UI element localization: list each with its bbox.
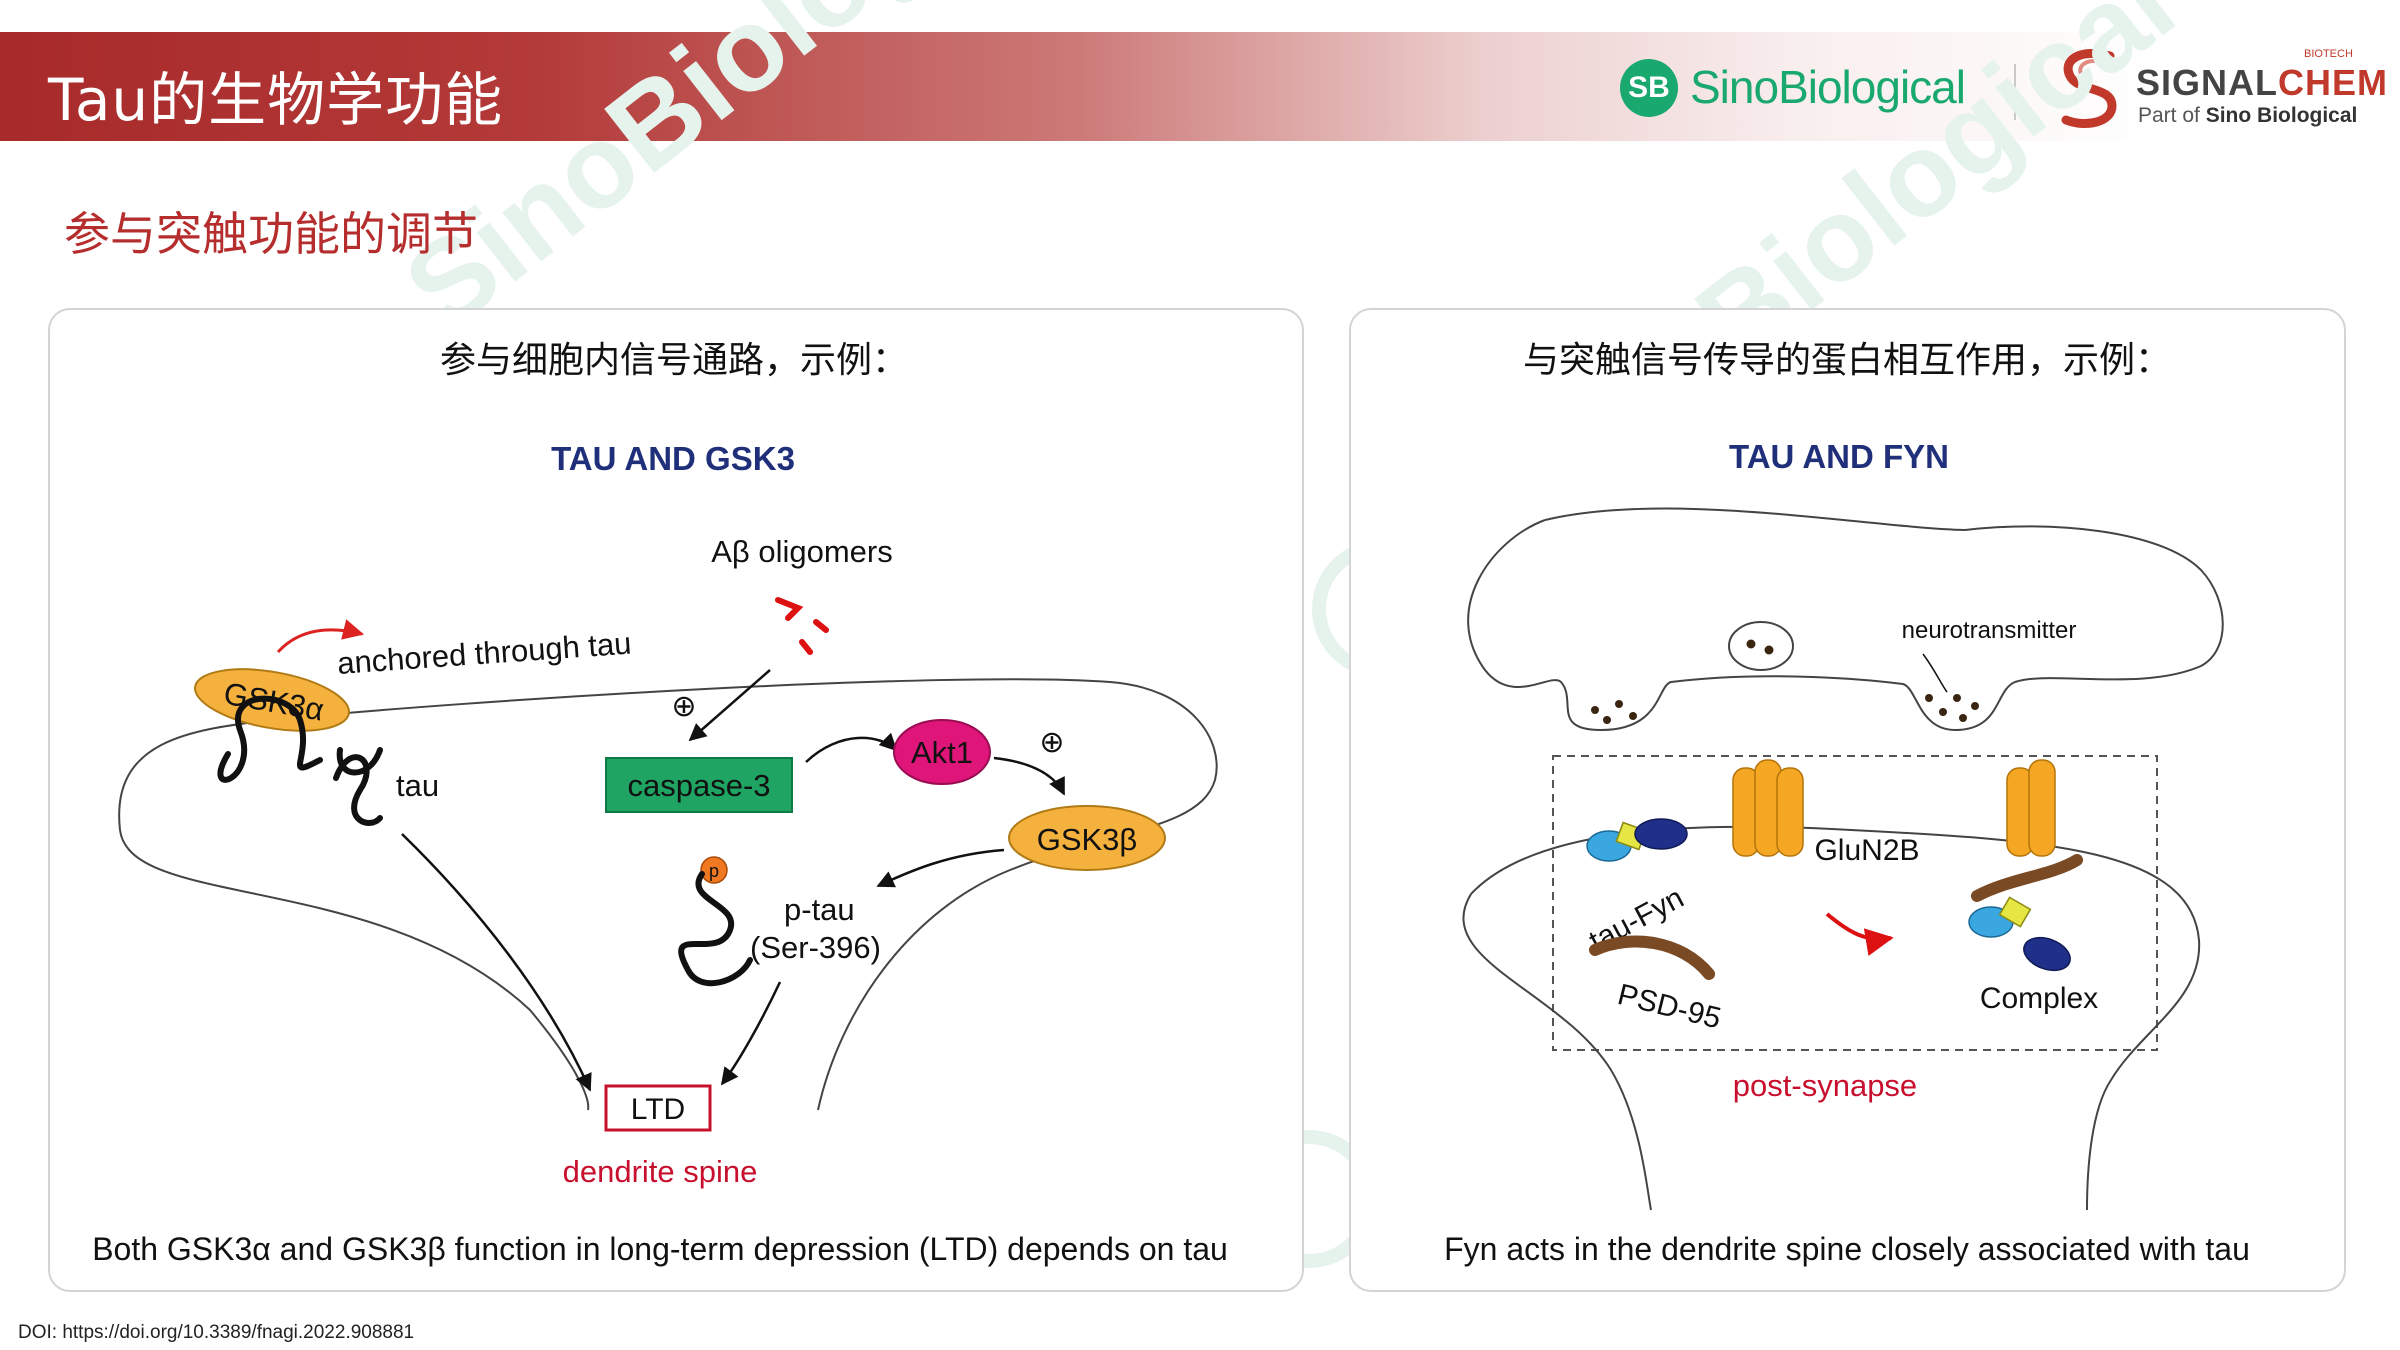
ser396-label: (Ser-396) [750, 930, 881, 965]
phosphate-label: p [709, 861, 719, 881]
neurotransmitter-dot [1959, 714, 1967, 722]
caspase-3-label: caspase-3 [627, 768, 770, 803]
panel-heading: 参与细胞内信号通路，示例： [440, 340, 908, 381]
ptau-to-ltd-arrow [720, 981, 782, 1086]
abeta-label: Aβ oligomers [711, 534, 893, 569]
activation-symbol: ⊕ [671, 689, 696, 724]
left-figure-panel: 参与细胞内信号通路，示例： TAU AND GSK3 Aβ oligomers … [48, 308, 1304, 1292]
neurotransmitter-dot [1629, 712, 1637, 720]
ptau-label: p-tau [784, 892, 855, 927]
abeta-oligomers-icon [775, 597, 829, 655]
panel-caption: Both GSK3α and GSK3β function in long-te… [92, 1231, 1228, 1267]
right-figure-panel: 与突触信号传导的蛋白相互作用，示例： TAU AND FYN neurotran… [1349, 308, 2346, 1292]
neurotransmitter-dot [1603, 716, 1611, 724]
glun2b-label: GluN2B [1814, 834, 1919, 867]
neurotransmitter-dot [1591, 706, 1599, 714]
glun2b-subunit [1776, 767, 1804, 857]
gsk3b-to-ptau-arrow [876, 848, 1005, 888]
sino-logo-text: SinoBiological [1690, 61, 1966, 113]
presynapse-membrane [1467, 519, 2224, 732]
dendrite-membrane-left [119, 829, 590, 1111]
tau-protein-icon [217, 695, 383, 826]
figure-title: TAU AND GSK3 [551, 440, 795, 477]
psd95-icon [1971, 854, 2083, 902]
neurotransmitter-pointer [1922, 653, 1948, 693]
activation-symbol: ⊕ [1039, 725, 1064, 760]
header-banner: Tau的生物学功能 SB SinoBiological BIOTECH SIGN… [0, 32, 2400, 141]
ltd-label: LTD [631, 1093, 685, 1126]
gsk3b-label: GSK3β [1037, 822, 1138, 857]
tau-domain-icon [1634, 818, 1688, 850]
dendrite-spine-label: dendrite spine [563, 1154, 758, 1189]
tau-gsk3-diagram: 参与细胞内信号通路，示例： TAU AND GSK3 Aβ oligomers … [92, 340, 1228, 1267]
doi-reference: DOI: https://doi.org/10.3389/fnagi.2022.… [18, 1322, 415, 1343]
tau-to-ltd-arrow [401, 833, 592, 1092]
anchored-label: anchored through tau [336, 626, 632, 681]
ptau-protein-icon [678, 871, 753, 987]
neurotransmitter-dot [1925, 694, 1933, 702]
post-synapse-label: post-synapse [1733, 1068, 1917, 1103]
caspase-to-akt-arrow [805, 732, 898, 763]
signalchem-subtitle: Part of Sino Biological [2138, 104, 2358, 127]
neurotransmitter-dot [1746, 639, 1756, 649]
sino-logo-mark: SB [1620, 59, 1678, 117]
glun2b-subunit [2028, 759, 2056, 857]
page-title: Tau的生物学功能 [48, 66, 504, 134]
postsynapse-left [1462, 893, 1652, 1211]
gsk3b-node [1008, 805, 1166, 871]
signalchem-s-icon [2061, 48, 2117, 128]
akt1-node [893, 719, 991, 785]
neurotransmitter-label: neurotransmitter [1902, 617, 2077, 644]
neurotransmitter-dot [1764, 645, 1774, 655]
phosphate-icon [700, 856, 728, 884]
caspase-3-node [605, 757, 793, 813]
anchored-arrow [276, 619, 365, 654]
akt1-label: Akt1 [911, 735, 973, 770]
psd95-label: PSD-95 [1614, 978, 1724, 1035]
logo-divider [2014, 64, 2016, 120]
vesicle-icon [1728, 621, 1794, 671]
tau-linker-icon [1998, 896, 2032, 928]
tau-fyn-diagram: 与突触信号传导的蛋白相互作用，示例： TAU AND FYN neurotran… [1444, 340, 2250, 1267]
panel-caption: Fyn acts in the dendrite spine closely a… [1444, 1231, 2250, 1267]
ltd-box [604, 1084, 712, 1132]
sino-biological-logo: SB SinoBiological [1620, 56, 1980, 118]
neurotransmitter-dot [1939, 708, 1947, 716]
neurotransmitter-dot [1971, 702, 1979, 710]
tau-label: tau [396, 768, 439, 803]
tau-domain-icon [2023, 936, 2071, 972]
neurotransmitter-dot [1615, 700, 1623, 708]
neurotransmitter-dot [1953, 694, 1961, 702]
abeta-to-caspase-arrow [688, 669, 771, 742]
signalchem-name: SIGNALCHEM [2136, 62, 2389, 103]
signalchem-logo: BIOTECH SIGNALCHEM Part of Sino Biologic… [2050, 42, 2387, 132]
complex-label: Complex [1980, 982, 2098, 1015]
psd95-icon [1589, 935, 1715, 980]
presynapse-top [1544, 507, 1966, 531]
postsynapse-right [1470, 825, 2201, 1211]
synapse-region-box [1552, 755, 2158, 1051]
section-subtitle: 参与突触功能的调节 [64, 207, 478, 261]
panel-heading: 与突触信号传导的蛋白相互作用，示例： [1523, 340, 2171, 381]
akt-to-gsk3b-arrow [993, 756, 1066, 796]
figure-title: TAU AND FYN [1729, 438, 1949, 475]
signalchem-biotech-tag: BIOTECH [2304, 48, 2353, 60]
complex-formation-arrow [1825, 912, 1894, 956]
